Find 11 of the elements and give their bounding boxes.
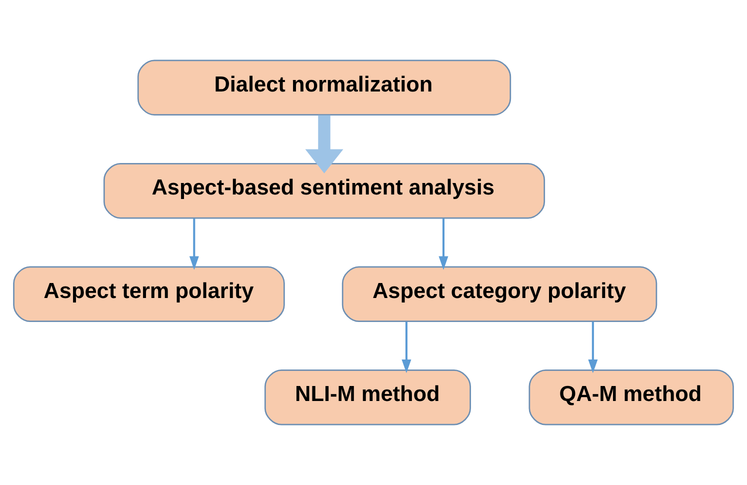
arrow bbox=[588, 322, 598, 374]
arrow bbox=[305, 115, 344, 174]
node-box: Aspect category polarity bbox=[342, 266, 658, 322]
node-box: Aspect term polarity bbox=[13, 266, 285, 322]
arrow bbox=[402, 322, 412, 374]
node-box: NLI-M method bbox=[264, 370, 471, 426]
arrow bbox=[438, 218, 448, 270]
arrow bbox=[189, 218, 199, 270]
node-box: QA-M method bbox=[528, 370, 734, 426]
node-box: Dialect normalization bbox=[137, 60, 512, 116]
node-box: Aspect-based sentiment analysis bbox=[103, 163, 546, 219]
